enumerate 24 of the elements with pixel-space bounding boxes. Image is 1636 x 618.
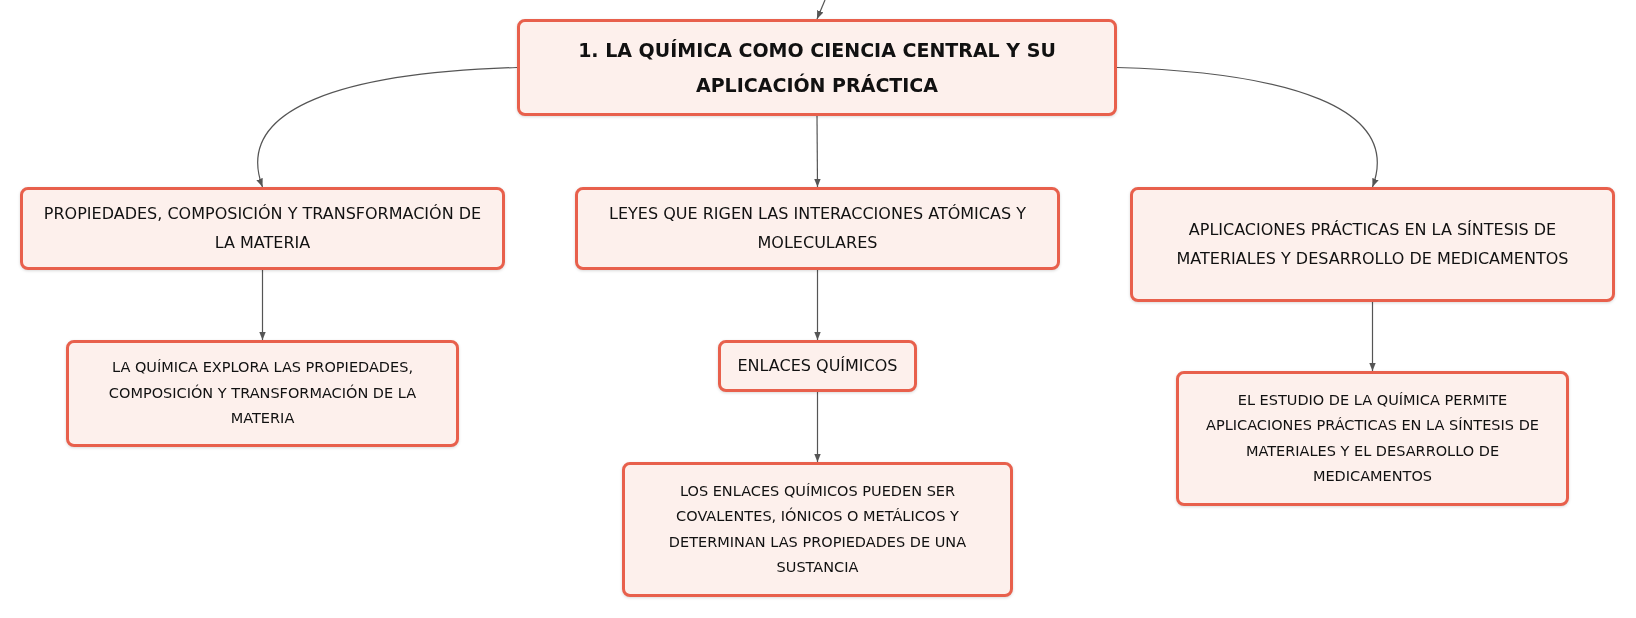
connector-arrow	[814, 269, 821, 341]
connector-arrow	[814, 391, 821, 463]
topic-box	[718, 340, 917, 392]
topic-box	[575, 187, 1060, 270]
connector-arrow	[816, 0, 826, 20]
topic-box	[517, 19, 1117, 116]
topic-text: EL ESTUDIO DE LA QUÍMICA PERMITE APLICACIONES PRÁCTICAS EN LA SÍNTESIS DE MATERIALES Y EL DESARROLLO DE MEDICAMENTOS	[1205, 390, 1540, 486]
topic-text: PROPIEDADES, COMPOSICIÓN Y TRANSFORMACIÓN DE LA MATERIA	[42, 202, 483, 254]
connector-arrow	[814, 115, 821, 188]
connector-arrow	[1116, 66, 1378, 188]
topic-box	[66, 340, 459, 447]
connector-arrow	[259, 269, 266, 341]
topic-text: ENLACES QUÍMICOS	[737, 354, 898, 377]
topic-box	[20, 187, 505, 270]
connector-arrow	[1369, 301, 1376, 372]
topic-box	[622, 462, 1013, 597]
topic-text: 1. LA QUÍMICA COMO CIENCIA CENTRAL Y SU APLICACIÓN PRÁCTICA	[577, 38, 1057, 98]
topic-text: LA QUÍMICA EXPLORA LAS PROPIEDADES, COMPOSICIÓN Y TRANSFORMACIÓN DE LA MATERIA	[107, 358, 418, 429]
topic-box	[1176, 371, 1569, 506]
connector-arrow	[257, 66, 518, 188]
topic-text: APLICACIONES PRÁCTICAS EN LA SÍNTESIS DE MATERIALES Y DESARROLLO DE MEDICAMENTOS	[1175, 218, 1570, 270]
topic-text: LEYES QUE RIGEN LAS INTERACCIONES ATÓMICAS Y MOLECULARES	[608, 202, 1027, 254]
topic-box	[1130, 187, 1615, 302]
topic-text: LOS ENLACES QUÍMICOS PUEDEN SER COVALENTES, IÓNICOS O METÁLICOS Y DETERMINAN LAS PROPIEDADES DE UNA SUSTANCIA	[667, 481, 968, 577]
